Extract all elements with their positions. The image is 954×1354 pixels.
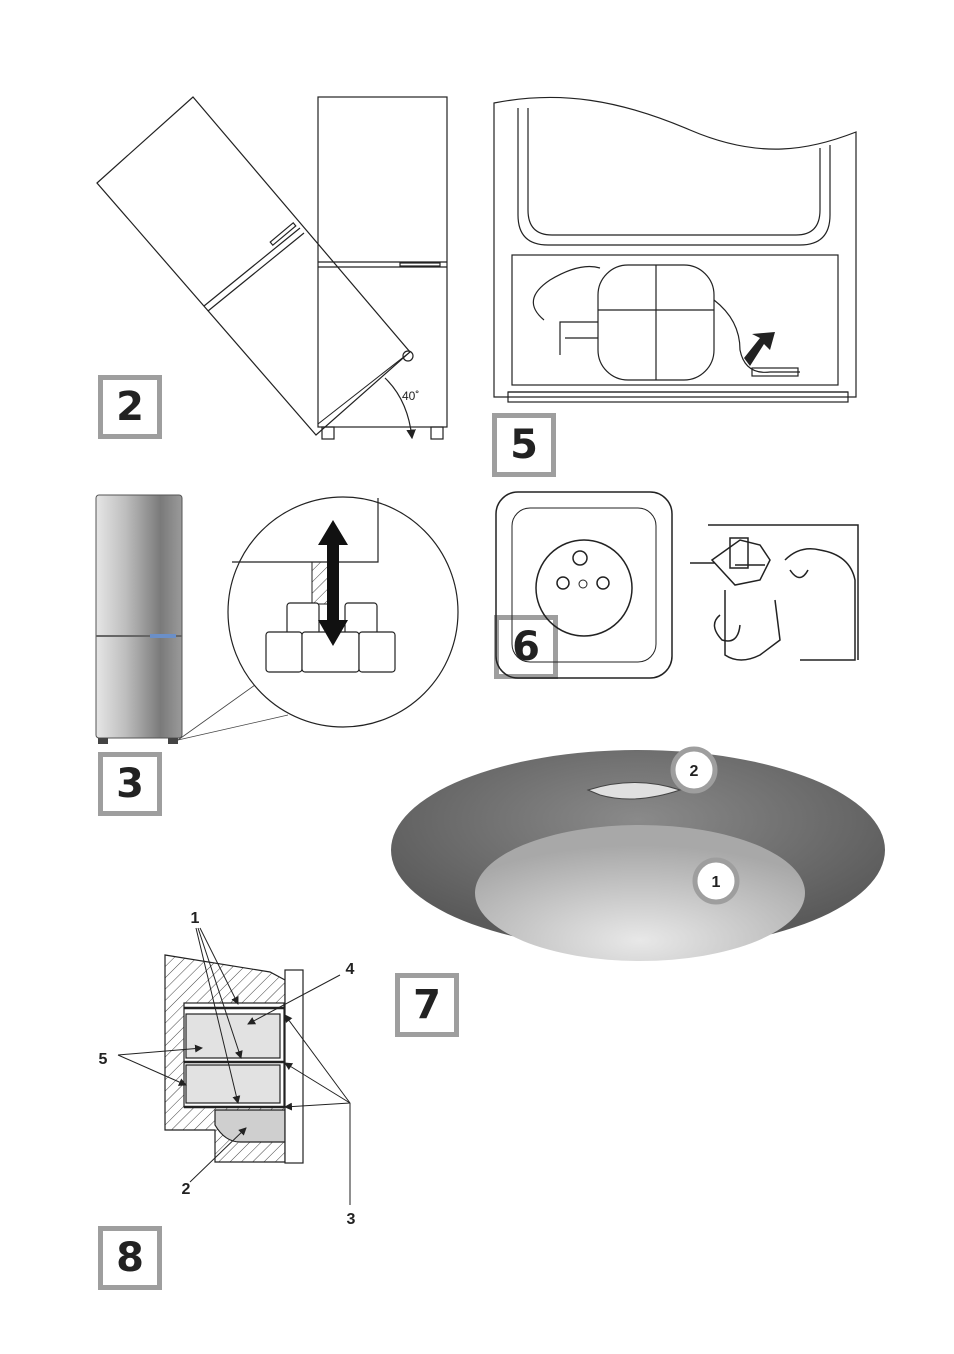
lamp-callout-2: 2 <box>690 763 699 780</box>
arrow-icon <box>744 332 775 366</box>
shelf-callout-2: 2 <box>182 1181 191 1198</box>
figure-3-leveling-illustration <box>96 495 458 744</box>
figure-8-shelves-illustration <box>118 928 350 1205</box>
figure-5-compressor-illustration <box>494 97 856 402</box>
angle-label: 40˚ <box>402 389 419 403</box>
figure-7-lamp-illustration <box>391 749 885 961</box>
shelf-callout-4: 4 <box>346 961 355 978</box>
figure-6-socket-illustration <box>496 492 672 678</box>
shelf-callout-1: 1 <box>191 910 200 927</box>
shelf-callout-3: 3 <box>347 1211 356 1228</box>
lamp-callout-1: 1 <box>712 874 721 891</box>
shelf-callout-5: 5 <box>99 1051 108 1068</box>
figure-2-tilt-illustration <box>97 97 447 439</box>
plug-in-hand-illustration <box>690 525 858 660</box>
